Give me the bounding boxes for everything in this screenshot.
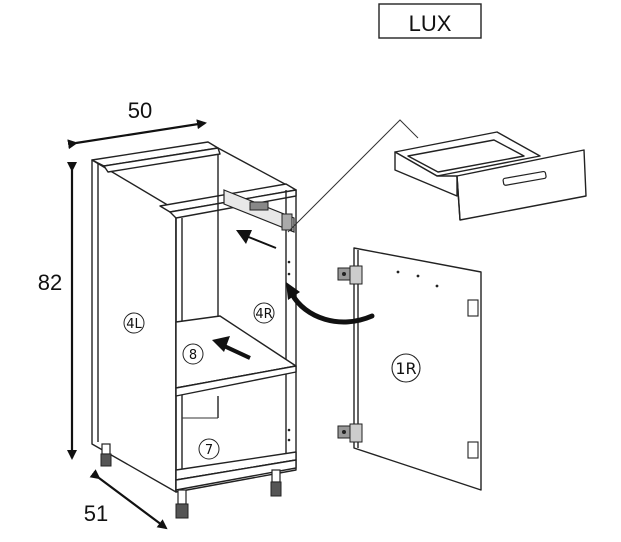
drawer-handle-icon [502,170,547,186]
width-dimension: 50 [67,98,207,150]
svg-text:8: 8 [189,348,197,363]
legs [100,443,282,519]
part-label-bottom: 7 [198,438,220,460]
drawer-insert-arrow-icon [236,230,277,249]
depth-dimension: 51 [84,469,168,530]
lux-label: LUX [409,11,452,36]
mount-holes [287,260,291,442]
svg-text:4R: 4R [255,307,272,322]
depth-value: 51 [84,501,108,526]
shelf-insert-arrow-icon [212,336,251,360]
width-value: 50 [128,98,152,123]
drawer-leader-line [287,119,419,233]
door-attach-arrow-icon [286,282,375,325]
part-label-left-side: 4L [123,312,145,334]
height-value: 82 [38,270,62,295]
hinge-bottom-icon [337,423,363,443]
cabinet-carcass [91,141,297,519]
svg-text:1R: 1R [395,359,416,378]
svg-text:4L: 4L [126,317,142,332]
drawer-box [394,131,587,221]
svg-text:7: 7 [205,443,213,458]
part-label-door: 1R [391,353,421,383]
part-label-shelf: 8 [182,343,204,365]
hinge-top-icon [337,265,363,285]
drawer-slide-rail [223,189,295,233]
part-label-right-side: 4R [253,302,275,324]
height-dimension: 82 [38,162,77,460]
lux-label-box: LUX [378,3,482,39]
